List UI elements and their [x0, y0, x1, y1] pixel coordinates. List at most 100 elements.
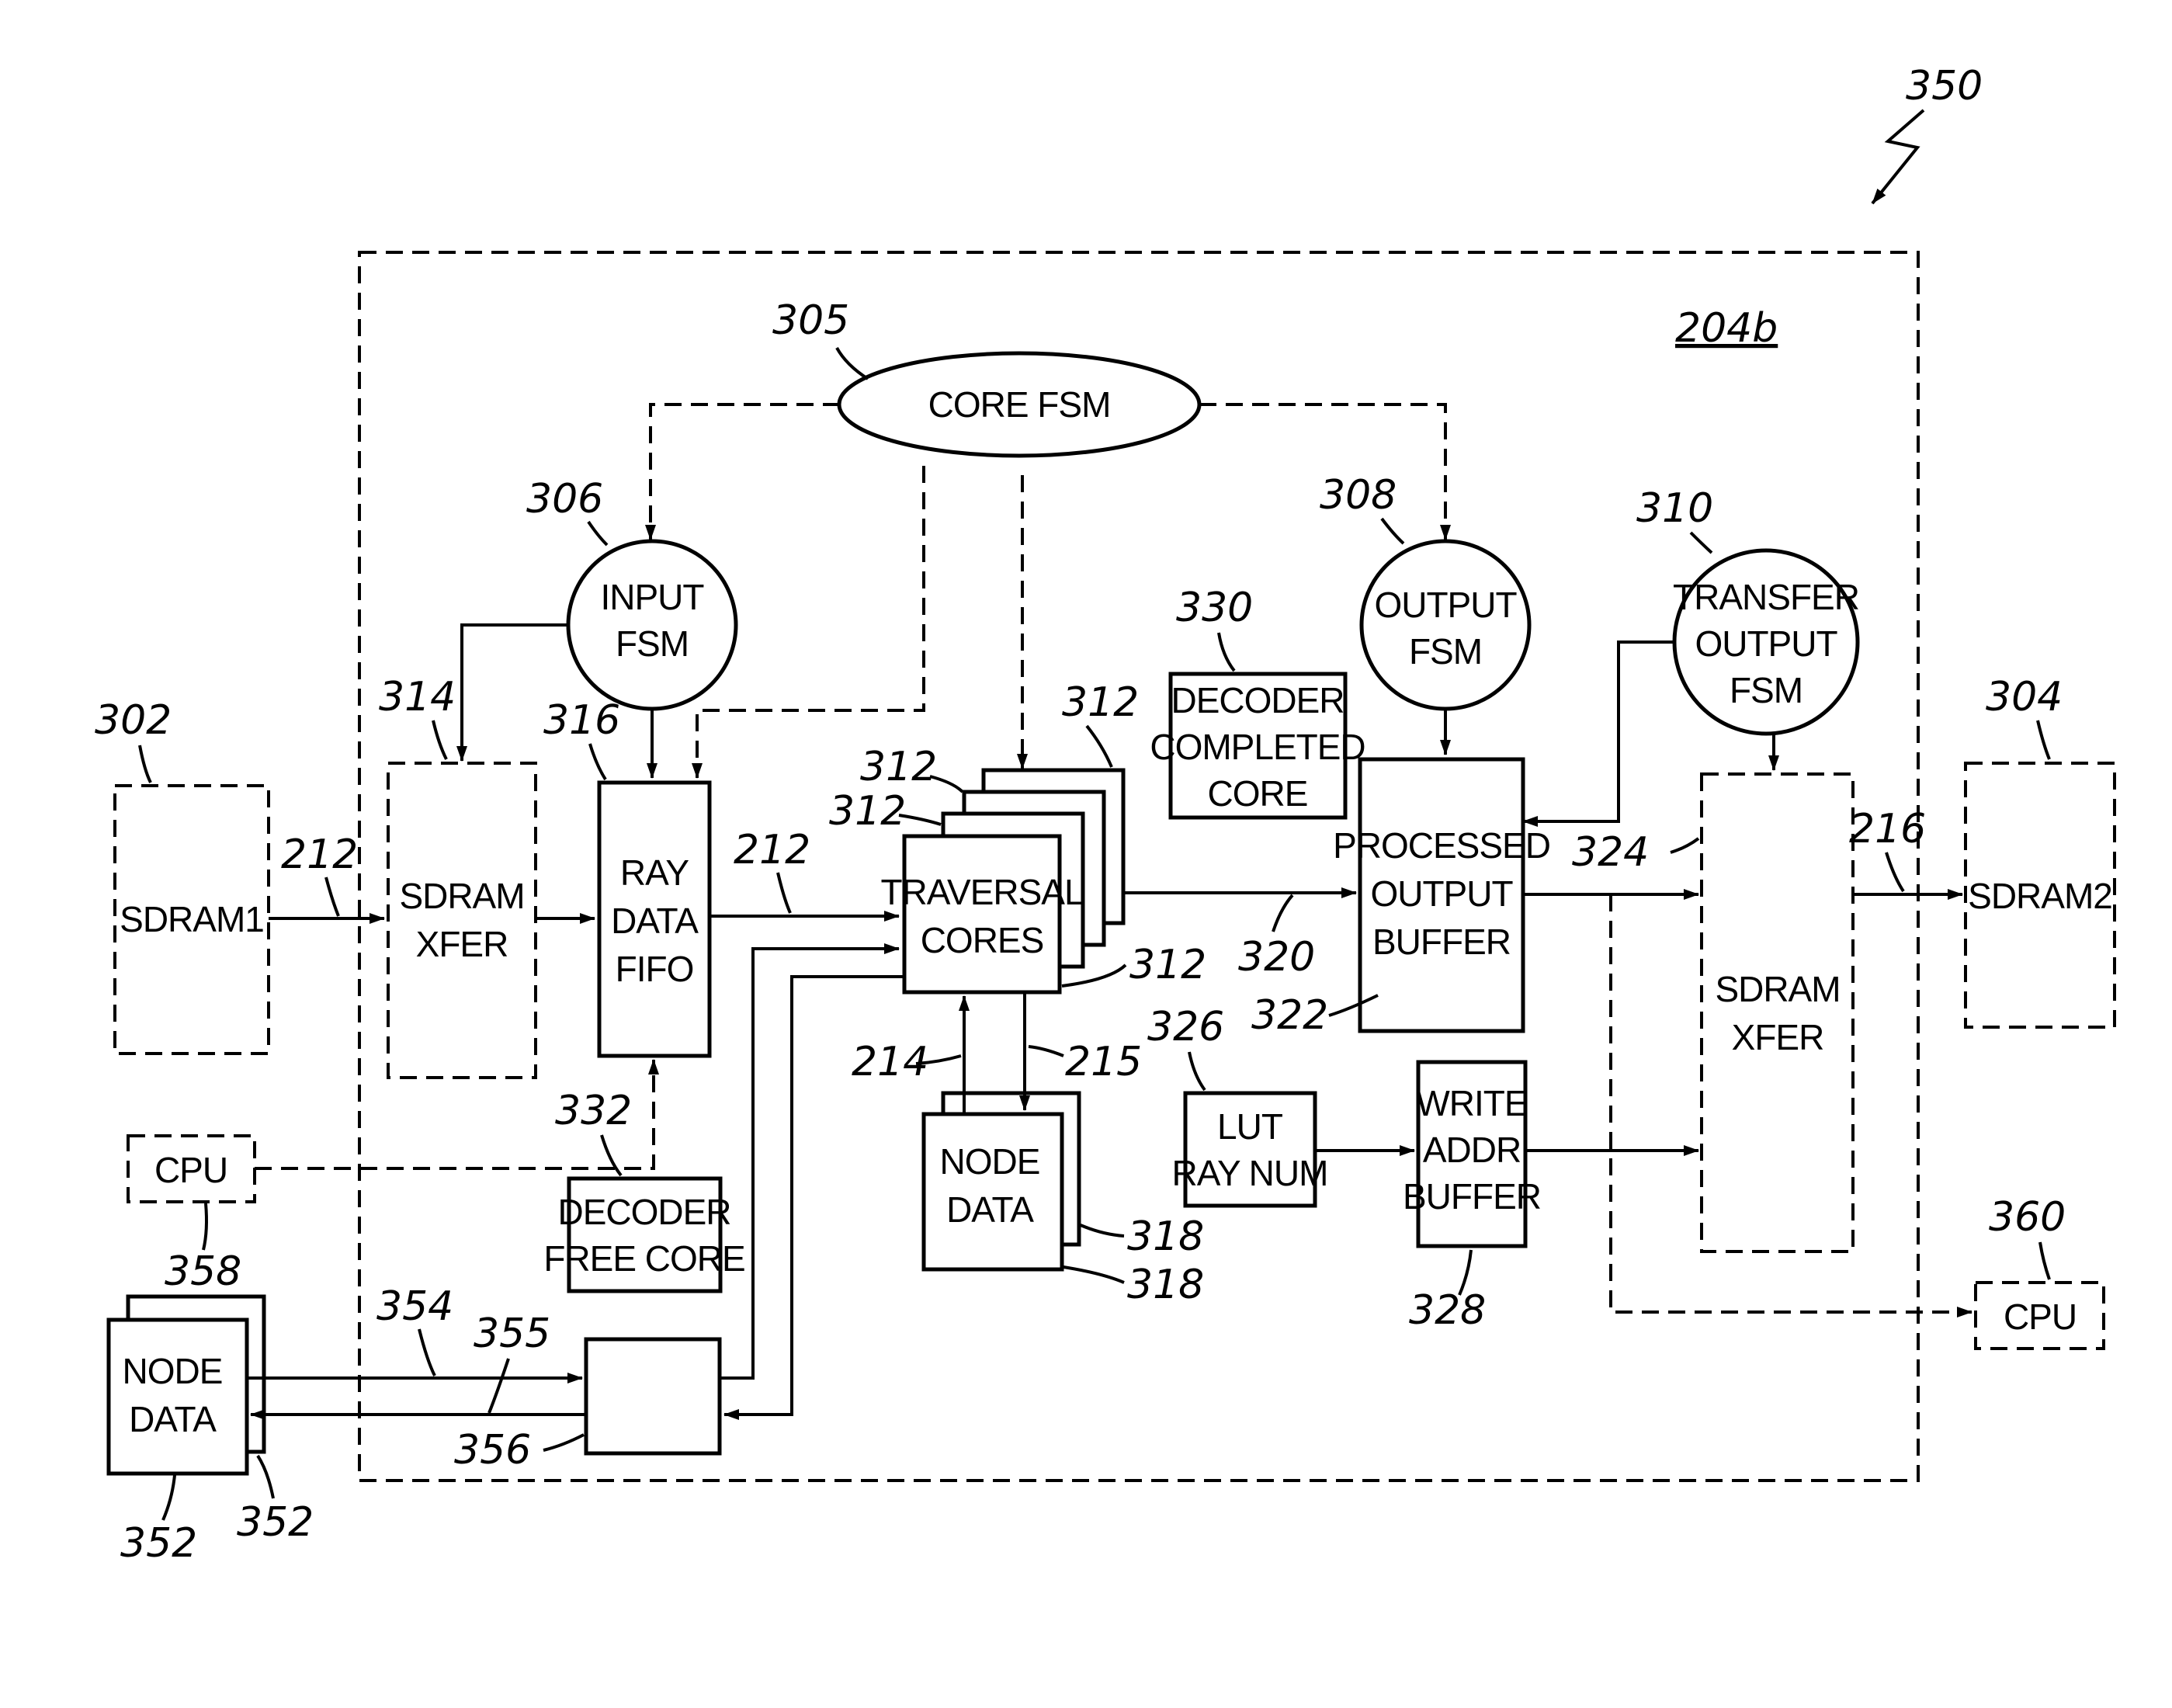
ctrl-core-to-input-fsm — [651, 404, 840, 540]
write-addr-line-2: ADDR — [1423, 1130, 1521, 1170]
ref-traversal-cores: 312 — [1062, 679, 1139, 726]
leader-316 — [590, 744, 605, 779]
decoder-completed-line-1: DECODER — [1171, 680, 1344, 720]
leader-310 — [1691, 533, 1712, 553]
decoder-completed-line-2: COMPLETED — [1150, 727, 1365, 767]
ref-312b: 312 — [860, 744, 937, 790]
sdram-xfer-out-line-1: SDRAM — [1715, 969, 1840, 1009]
ref-node-data-inner: 318 — [1127, 1213, 1204, 1260]
ref-318b: 318 — [1127, 1262, 1204, 1308]
ref-input-fsm: 306 — [526, 476, 603, 522]
signal-215: 215 — [1065, 1039, 1142, 1085]
sdram-xfer-in-block — [388, 763, 536, 1078]
ref-lut: 326 — [1147, 1004, 1224, 1050]
ref-transfer-output-fsm: 310 — [1636, 485, 1713, 532]
ref-sdram-xfer-in: 314 — [379, 674, 456, 720]
traversal-core-1 — [904, 836, 1060, 992]
ref-sdram-xfer-out: 324 — [1572, 829, 1649, 876]
ref-sdram1: 302 — [95, 697, 172, 744]
signal-320: 320 — [1238, 934, 1315, 981]
node-data-inner-line-1: NODE — [940, 1141, 1040, 1182]
leader-324 — [1671, 838, 1698, 852]
transfer-output-fsm-line-3: FSM — [1730, 670, 1802, 710]
decoder-completed-line-3: CORE — [1208, 773, 1308, 814]
ref-node-data-outer: 352 — [120, 1520, 197, 1567]
ref-output-fsm: 308 — [1320, 472, 1397, 519]
transfer-fsm-to-buffer — [1523, 642, 1674, 821]
ref-312c: 312 — [829, 788, 906, 835]
cpu-right-label: CPU — [2004, 1297, 2077, 1337]
decoder-free-line-2: FREE CORE — [543, 1238, 744, 1279]
leader-302 — [140, 745, 151, 783]
sdram-xfer-out-block — [1702, 774, 1853, 1251]
leader-304 — [2038, 720, 2049, 759]
leader-306 — [588, 522, 607, 545]
leader-326 — [1189, 1052, 1205, 1090]
figure-number: 350 — [1906, 63, 1983, 109]
leader-216 — [1886, 852, 1903, 891]
output-fsm-line-2: FSM — [1409, 631, 1482, 672]
ref-processed-buffer: 322 — [1251, 992, 1328, 1039]
ref-sdram2: 304 — [1986, 674, 2063, 720]
module-label: 204b — [1675, 305, 1778, 352]
ref-interface-block: 356 — [454, 1427, 531, 1474]
transfer-output-fsm-line-1: TRANSFER — [1673, 577, 1859, 617]
interface-block — [586, 1339, 720, 1453]
sdram-xfer-in-line-2: XFER — [416, 924, 508, 964]
write-addr-line-3: BUFFER — [1403, 1176, 1541, 1217]
processed-buffer-line-3: BUFFER — [1372, 922, 1511, 962]
node-data-outer-1 — [109, 1320, 247, 1474]
lut-line-1: LUT — [1217, 1106, 1283, 1147]
ref-cpu-left: 358 — [165, 1248, 241, 1295]
leader-352b — [258, 1456, 273, 1498]
output-fsm-circle — [1362, 541, 1529, 709]
figure-arrow — [1872, 110, 1924, 203]
signal-212b: 212 — [734, 827, 810, 873]
sdram-xfer-in-line-1: SDRAM — [399, 876, 524, 916]
sdram2-label: SDRAM2 — [1968, 876, 2112, 916]
leader-312-top — [1087, 726, 1112, 767]
sdram1-label: SDRAM1 — [120, 899, 264, 939]
signal-216: 216 — [1849, 806, 1926, 852]
write-addr-line-1: WRITE — [1416, 1083, 1527, 1123]
decoder-free-line-1: DECODER — [557, 1192, 730, 1232]
signal-355: 355 — [474, 1311, 550, 1357]
leader-356 — [543, 1435, 584, 1450]
ref-cpu-right: 360 — [1989, 1194, 2066, 1241]
cpu-left-label: CPU — [154, 1150, 227, 1190]
leader-354 — [419, 1329, 435, 1376]
leader-352a — [163, 1475, 175, 1520]
node-data-outer-line-1: NODE — [123, 1351, 223, 1391]
ref-core-fsm: 305 — [772, 297, 849, 344]
ray-data-fifo-line-1: RAY — [620, 852, 689, 893]
input-fsm-line-2: FSM — [616, 623, 689, 664]
signal-212a: 212 — [281, 831, 358, 878]
ref-ray-data-fifo: 316 — [543, 697, 620, 744]
ray-data-fifo-line-3: FIFO — [616, 949, 694, 989]
leader-212a — [326, 877, 338, 916]
leader-360 — [2040, 1242, 2049, 1279]
leader-314 — [433, 720, 446, 759]
processed-buffer-line-1: PROCESSED — [1333, 825, 1550, 866]
leader-330 — [1219, 633, 1234, 671]
leader-358 — [203, 1203, 206, 1250]
ref-312d: 312 — [1129, 942, 1206, 988]
ray-data-fifo-line-2: DATA — [611, 901, 699, 941]
leader-215 — [1029, 1047, 1063, 1056]
processed-buffer-line-2: OUTPUT — [1370, 873, 1513, 914]
core-fsm-label: CORE FSM — [928, 384, 1111, 425]
leader-318b — [1063, 1267, 1124, 1283]
traversal-cores-line-1: TRAVERSAL — [880, 872, 1084, 912]
leader-212b — [778, 873, 790, 913]
ref-352b: 352 — [237, 1499, 314, 1546]
leader-355 — [489, 1359, 508, 1413]
ref-decoder-free: 332 — [555, 1088, 632, 1134]
leader-320 — [1273, 895, 1292, 932]
lut-line-2: RAY NUM — [1172, 1153, 1328, 1193]
ref-decoder-completed: 330 — [1176, 585, 1253, 631]
interface-to-cores-upper — [720, 949, 899, 1378]
node-data-outer-line-2: DATA — [129, 1399, 217, 1439]
input-fsm-line-1: INPUT — [601, 577, 705, 617]
leader-308 — [1382, 519, 1403, 543]
